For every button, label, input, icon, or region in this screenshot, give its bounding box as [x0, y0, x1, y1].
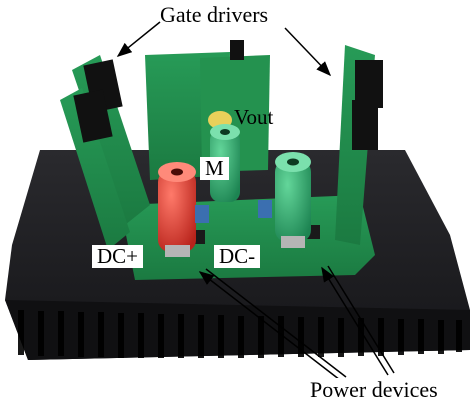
label-vout: Vout	[234, 105, 274, 129]
gate-driver-right	[335, 45, 383, 245]
arrow-gate-drivers-left	[116, 21, 161, 57]
arrow-power-devices-4	[327, 265, 395, 374]
blue-capacitors	[195, 200, 272, 223]
label-dc-plus: DC+	[92, 245, 144, 268]
label-dc-minus: DC-	[214, 245, 261, 268]
connector-dc-minus	[275, 152, 311, 248]
connector-dc-plus	[158, 162, 196, 257]
gate-driver-left	[60, 55, 150, 250]
annotation-arrows	[116, 21, 395, 381]
heatsink-fins	[18, 310, 462, 358]
label-m: M	[200, 157, 229, 180]
label-power-devices: Power devices	[305, 378, 443, 402]
arrow-gate-drivers-right	[284, 27, 332, 77]
arrow-power-devices-1	[198, 271, 341, 381]
label-gate-drivers: Gate drivers	[160, 2, 269, 27]
arrow-power-devices-3	[321, 266, 389, 376]
arrow-power-devices-2	[205, 268, 347, 378]
